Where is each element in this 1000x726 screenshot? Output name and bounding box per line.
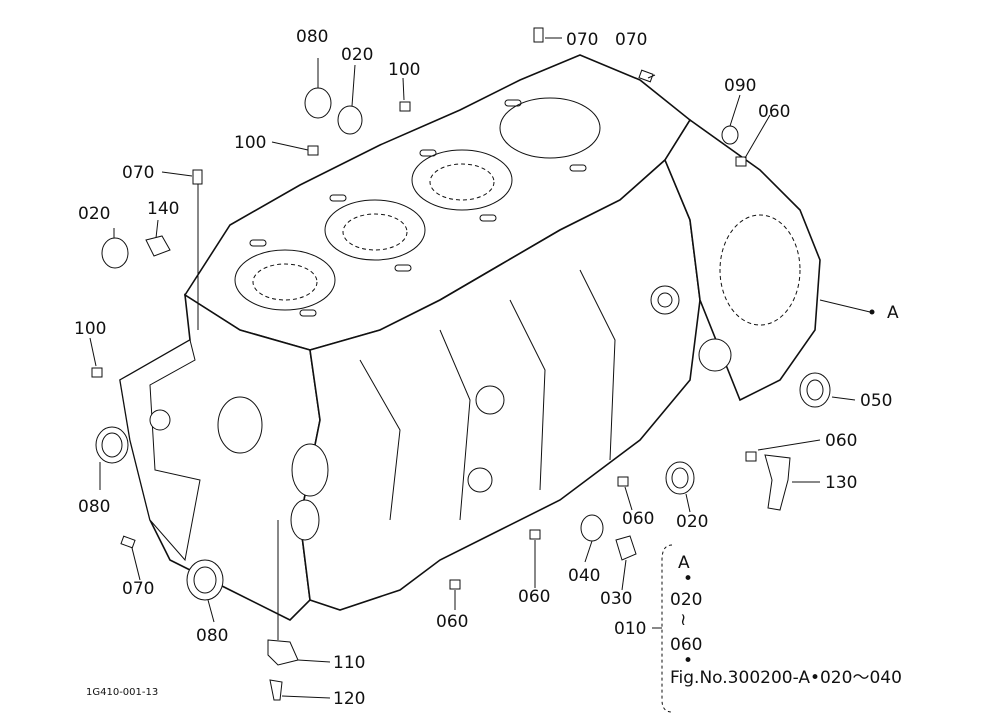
plug-060-b3 xyxy=(449,579,461,590)
plug-100-top xyxy=(399,101,411,112)
pin-070-left xyxy=(192,169,203,185)
bolt-120 xyxy=(269,679,283,701)
group-item-dot2: • xyxy=(683,651,693,671)
callout-080-top: 080 xyxy=(296,27,328,47)
callout-labels: 080 020 100 070 070 090 060 100 070 020 … xyxy=(74,27,899,709)
plug-100-left xyxy=(307,145,319,156)
group-item-060: 060 xyxy=(670,635,702,655)
plug-020-top xyxy=(337,105,363,135)
callout-100-side: 100 xyxy=(74,319,106,339)
pin-070-top2 xyxy=(638,69,654,83)
plug-020-left xyxy=(101,237,129,269)
plug-050 xyxy=(799,372,831,408)
plug-100-side xyxy=(91,367,103,378)
callout-080-left: 080 xyxy=(78,497,110,517)
fitting-140 xyxy=(145,235,171,257)
callout-060-mid: 060 xyxy=(825,431,857,451)
callout-120: 120 xyxy=(333,689,365,709)
group-main-number: 010 xyxy=(614,619,646,639)
seal-020-bottom xyxy=(665,461,695,495)
callout-100-left: 100 xyxy=(234,133,266,153)
leader-lines xyxy=(89,37,871,699)
plug-060-b2 xyxy=(529,529,541,540)
arrow-dot-A xyxy=(869,309,875,315)
cylinder-block xyxy=(119,54,821,621)
callout-060-right-top: 060 xyxy=(758,102,790,122)
group-bracket: 010 A • 020 ≀ 060 • Fig.No.300200-A•020～… xyxy=(614,544,902,713)
bolt-030 xyxy=(615,535,637,561)
callout-040: 040 xyxy=(568,566,600,586)
callout-070-top1: 070 xyxy=(566,30,598,50)
plug-080-top xyxy=(304,87,332,119)
drawing-code: 1G410-001-13 xyxy=(86,687,158,698)
callout-060-b3: 060 xyxy=(436,612,468,632)
pipe-130 xyxy=(764,454,791,511)
callout-020-top: 020 xyxy=(341,45,373,65)
seal-080-bottom xyxy=(186,559,224,601)
callout-130: 130 xyxy=(825,473,857,493)
callout-070-bottom: 070 xyxy=(122,579,154,599)
callout-070-left: 070 xyxy=(122,163,154,183)
plug-090 xyxy=(721,125,739,145)
group-fig-reference: Fig.No.300200-A•020～040 xyxy=(670,668,902,688)
group-item-dot1: • xyxy=(683,569,693,589)
plug-060-mid xyxy=(745,451,757,462)
callout-020-bottom: 020 xyxy=(676,512,708,532)
callout-090: 090 xyxy=(724,76,756,96)
callout-050: 050 xyxy=(860,391,892,411)
seal-080-left xyxy=(95,426,129,464)
group-item-tilde: ≀ xyxy=(680,610,686,630)
callout-100-top: 100 xyxy=(388,60,420,80)
callout-060-b1: 060 xyxy=(622,509,654,529)
callout-030: 030 xyxy=(600,589,632,609)
callout-070-top2: 070 xyxy=(615,30,647,50)
group-item-A: A xyxy=(678,553,690,573)
plug-060-b1 xyxy=(617,476,629,487)
callout-A: A xyxy=(887,303,899,323)
pin-070-top xyxy=(533,27,544,43)
washer-040 xyxy=(580,514,604,542)
group-item-020: 020 xyxy=(670,590,702,610)
callout-080-bottom: 080 xyxy=(196,626,228,646)
plug-060-right-top xyxy=(735,156,747,167)
callout-140: 140 xyxy=(147,199,179,219)
callout-110: 110 xyxy=(333,653,365,673)
callout-020-left: 020 xyxy=(78,204,110,224)
pin-070-bottom xyxy=(120,535,136,549)
callout-060-b2: 060 xyxy=(518,587,550,607)
bracket-110 xyxy=(267,639,299,666)
